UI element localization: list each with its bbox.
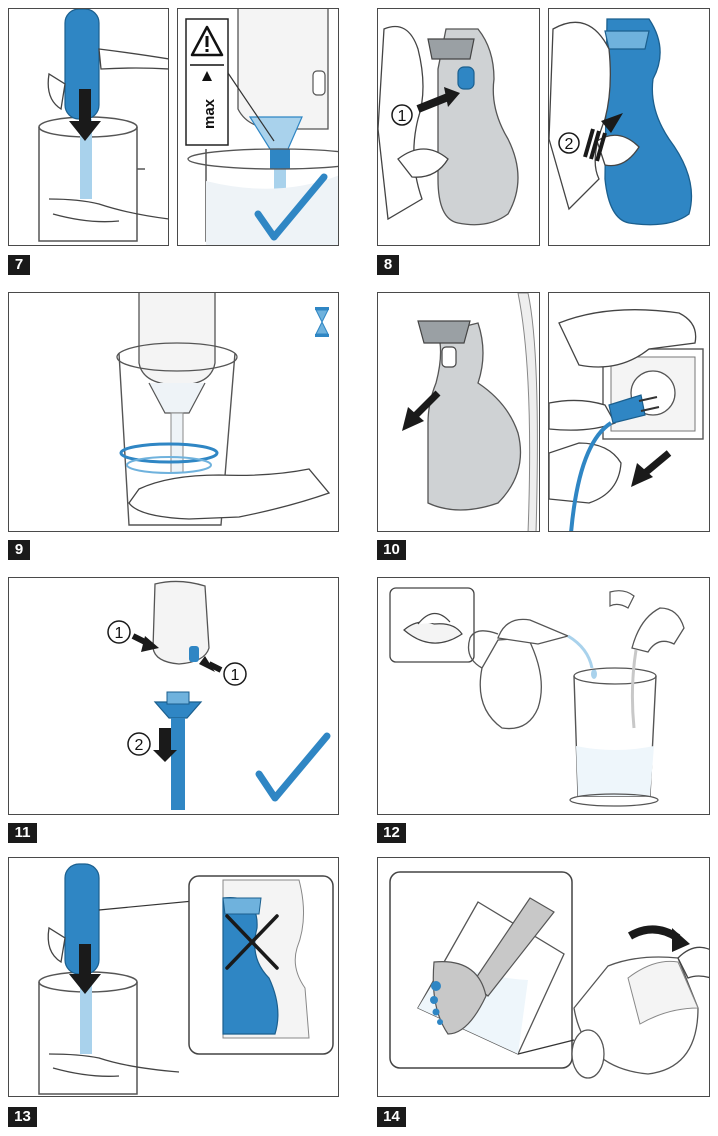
step-10-panel-switch	[377, 292, 540, 532]
max-label: max	[201, 98, 218, 129]
checkmark-icon	[255, 732, 331, 802]
step-8-number: 8	[377, 255, 399, 275]
step-14-number: 14	[377, 1107, 406, 1127]
step-11-number: 11	[8, 823, 37, 843]
arrow-up-icon	[202, 71, 212, 81]
step-8-panel-slide: 2	[548, 8, 710, 246]
step-13-number: 13	[8, 1107, 37, 1127]
step-7-panel-main	[8, 8, 169, 246]
arrow-down-icon	[69, 89, 101, 141]
step-9-panel	[8, 292, 339, 532]
step-12-number: 12	[377, 823, 406, 843]
step-10-number: 10	[377, 540, 406, 560]
checkmark-icon	[254, 173, 328, 241]
cross-icon	[225, 914, 279, 970]
step-7-number: 7	[8, 255, 30, 275]
step-13-panel	[8, 857, 339, 1097]
step-14-panel	[377, 857, 710, 1097]
arrow-down-icon	[153, 728, 177, 762]
step-9-number: 9	[8, 540, 30, 560]
step-10-panel-unplug	[548, 292, 710, 532]
step-7-panel-detail: max	[177, 8, 339, 246]
step-12-panel	[377, 577, 710, 815]
step-8-panel-release: 1	[377, 8, 540, 246]
hourglass-icon	[315, 307, 329, 337]
callout-2: 2	[135, 737, 144, 754]
callout-1: 1	[398, 108, 407, 125]
callout-1-left: 1	[115, 625, 124, 642]
callout-1-right: 1	[231, 667, 240, 684]
warning-icon	[190, 25, 224, 57]
arrow-down-icon	[69, 944, 101, 994]
callout-2: 2	[565, 136, 574, 153]
step-11-panel: 1 1 2	[8, 577, 339, 815]
